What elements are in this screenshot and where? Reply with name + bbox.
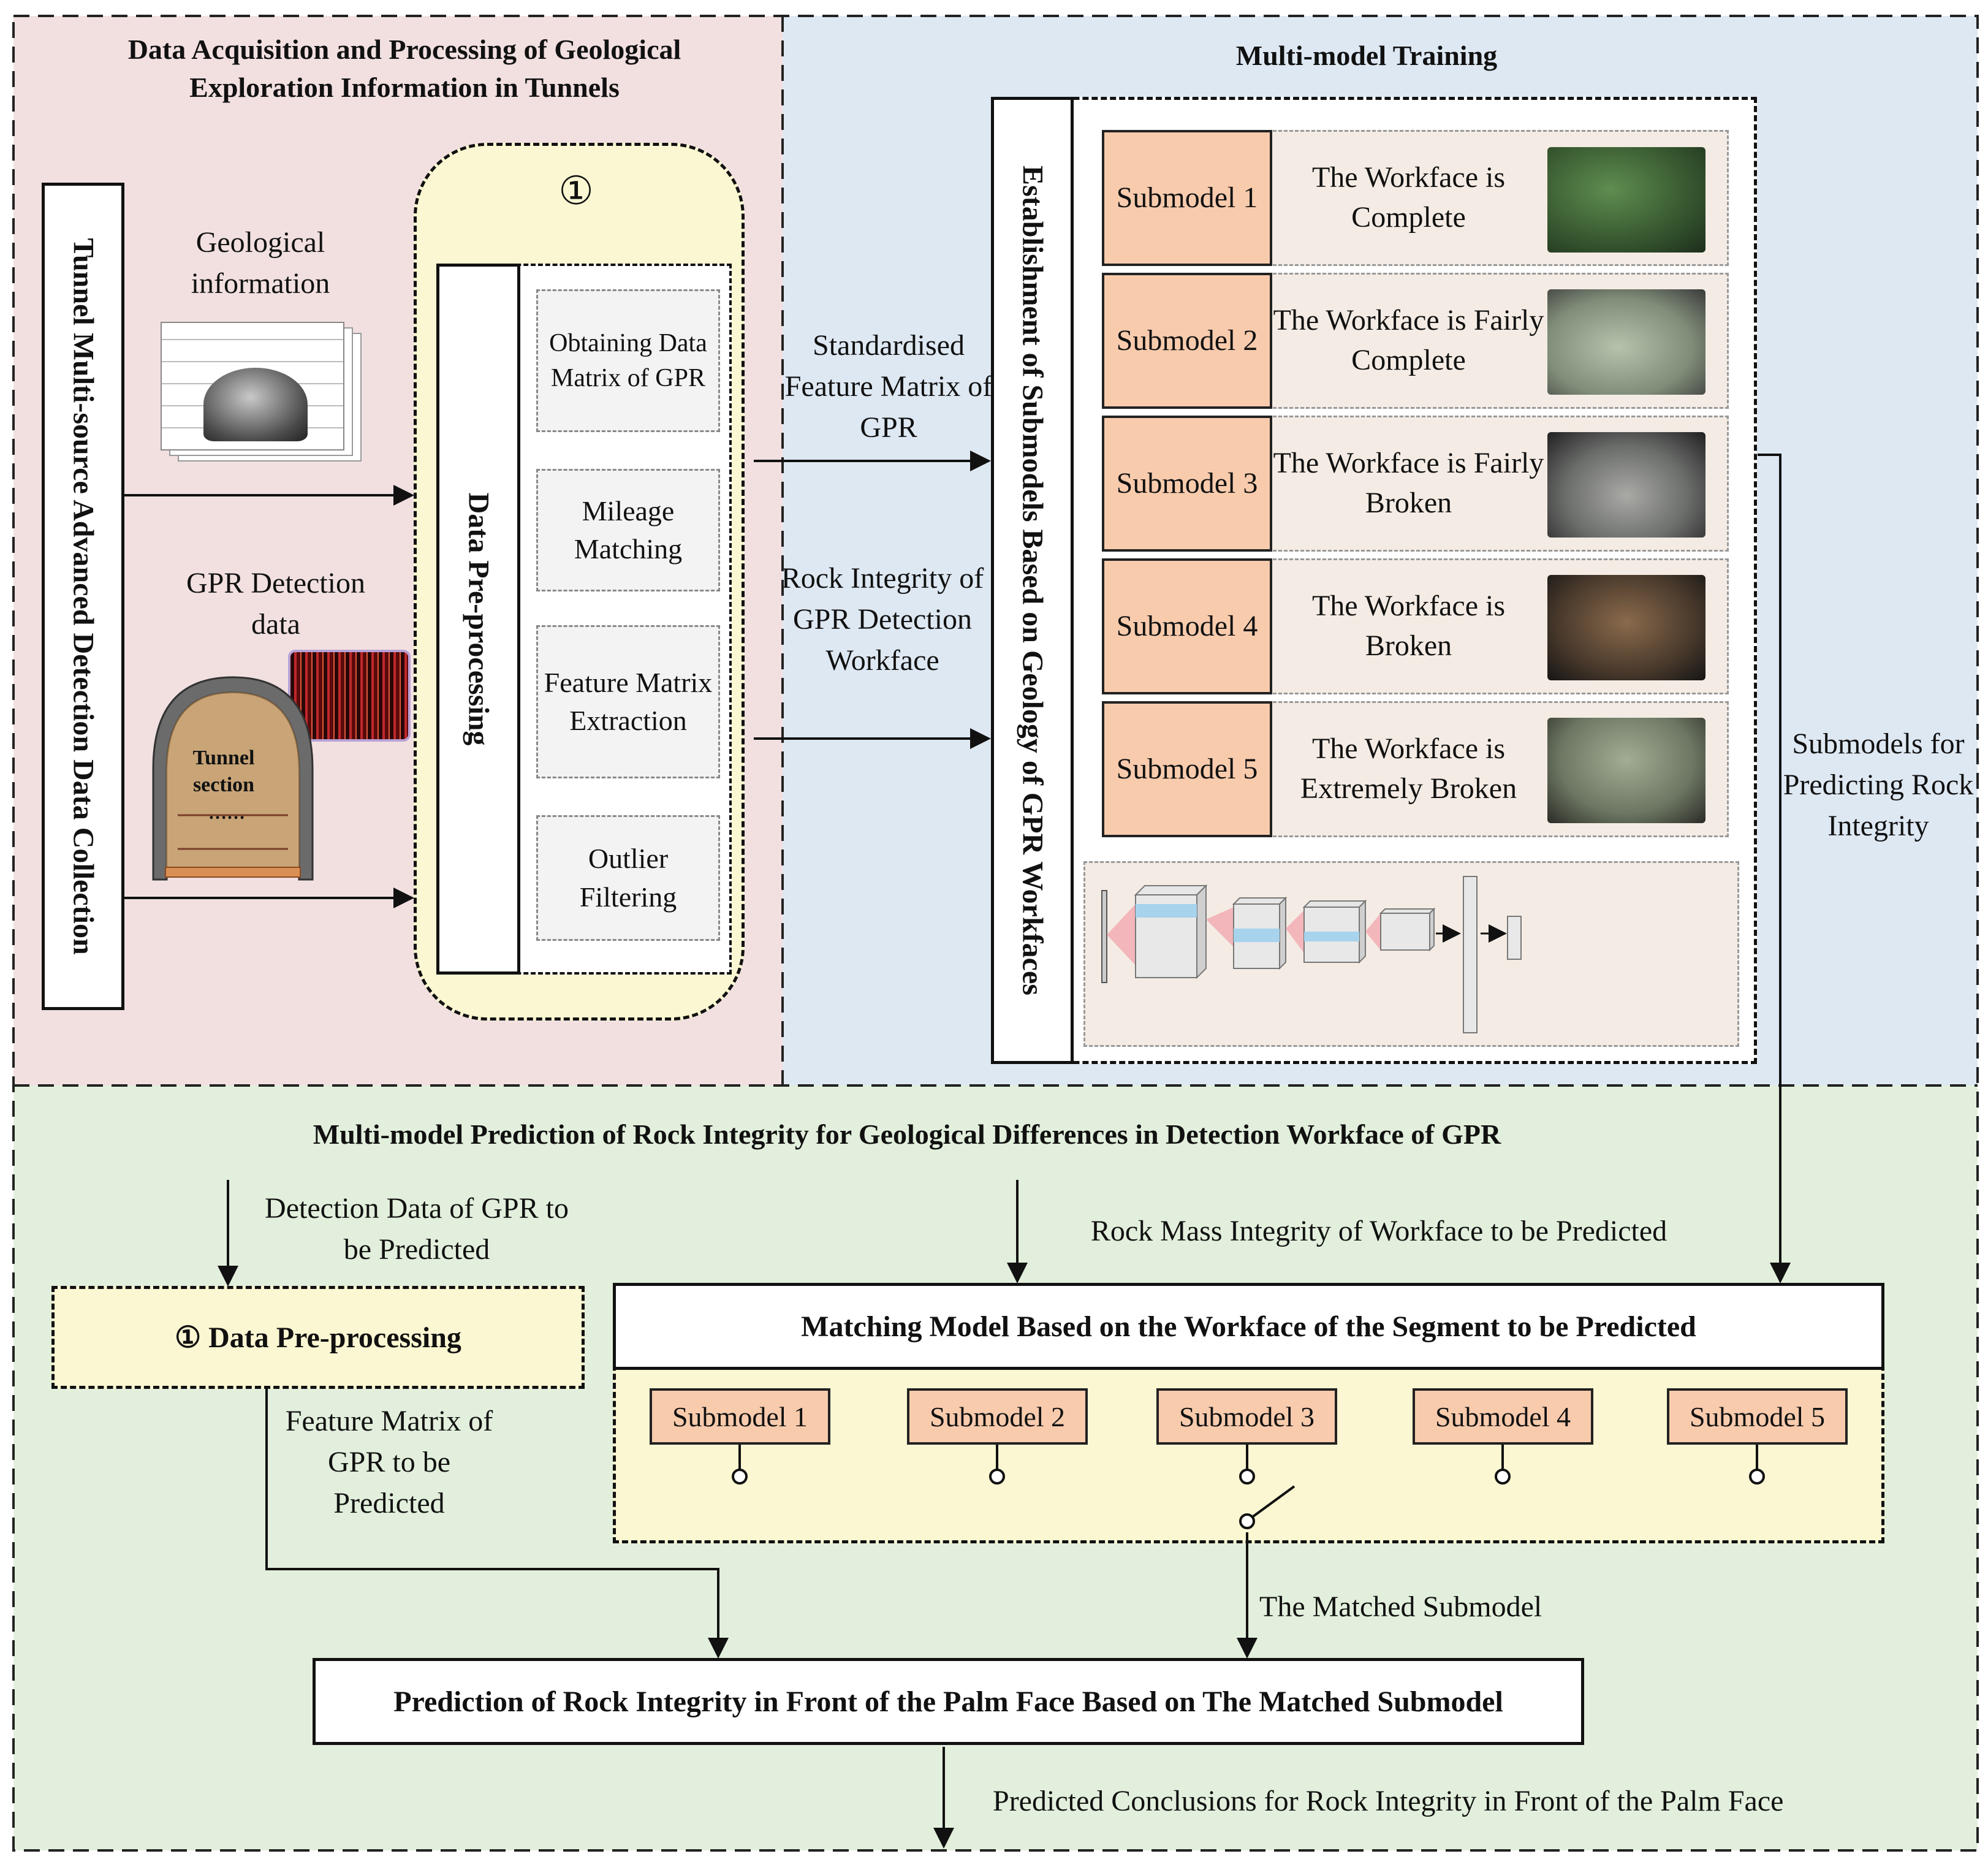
geo-document-icon bbox=[161, 322, 363, 463]
workface-photo-2 bbox=[1547, 289, 1705, 395]
step-label: Feature Matrix Extraction bbox=[544, 666, 713, 736]
preprocess-box: ① Data Pre-processing bbox=[51, 1286, 585, 1389]
step-feature-extraction: Feature Matrix Extraction bbox=[536, 625, 720, 778]
matching-title: Matching Model Based on the Workface of … bbox=[801, 1310, 1696, 1343]
switch-contact-3 bbox=[1239, 1469, 1255, 1485]
establishment-bar: Establishment of Submodels Based on Geol… bbox=[991, 97, 1074, 1064]
switch-contact-4 bbox=[1495, 1469, 1511, 1485]
tunnel-dots: …… bbox=[208, 803, 245, 823]
workface-photo-1 bbox=[1547, 147, 1705, 253]
cnn-architecture-icon bbox=[1101, 876, 1522, 1033]
submodels-arrow bbox=[1758, 454, 1791, 1283]
rock-mass-label: Rock Mass Integrity of Workface to be Pr… bbox=[1090, 1215, 1667, 1247]
result-box: Prediction of Rock Integrity in Front of… bbox=[313, 1658, 1584, 1745]
tunnel-section-label: Tunnel section bbox=[192, 747, 255, 797]
outer-border bbox=[12, 15, 1979, 1852]
switch-lever bbox=[1252, 1485, 1296, 1518]
gpr-data-label: GPR Detection data bbox=[186, 567, 365, 641]
step-label: Obtaining Data Matrix of GPR bbox=[549, 329, 707, 392]
submodel-name-2: Submodel 2 bbox=[1102, 273, 1272, 409]
rock-integrity-arrow-label: Rock Integrity of GPR Detection Workface bbox=[781, 562, 984, 677]
submodel-desc-5: The Workface is Extremely Broken bbox=[1300, 732, 1517, 805]
workface-photo-4 bbox=[1547, 575, 1705, 680]
feature-matrix-arrow-label: Standardised Feature Matrix of GPR bbox=[784, 329, 993, 444]
chip-submodel-2: Submodel 2 bbox=[907, 1388, 1088, 1445]
conclusion-label: Predicted Conclusions for Rock Integrity… bbox=[993, 1785, 1784, 1817]
workface-photo-5 bbox=[1547, 718, 1705, 823]
step-label: Outlier Filtering bbox=[579, 843, 677, 913]
submodel-name-1: Submodel 1 bbox=[1102, 130, 1272, 266]
switch-pivot bbox=[1239, 1513, 1255, 1529]
submodel-desc-1: The Workface is Complete bbox=[1311, 161, 1506, 234]
training-title: Multi-model Training bbox=[1235, 40, 1498, 71]
submodel-desc-4: The Workface is Broken bbox=[1311, 590, 1506, 662]
step-data-matrix: Obtaining Data Matrix of GPR bbox=[536, 289, 720, 432]
switch-contact-1 bbox=[732, 1469, 748, 1485]
chip-submodel-4: Submodel 4 bbox=[1413, 1388, 1593, 1445]
preprocess-box-label: ① Data Pre-processing bbox=[175, 1321, 461, 1354]
prediction-title: Multi-model Prediction of Rock Integrity… bbox=[313, 1119, 1501, 1150]
submodel-desc-3: The Workface is Fairly Broken bbox=[1273, 447, 1544, 519]
matched-submodel-label: The Matched Submodel bbox=[1259, 1591, 1542, 1623]
feature-matrix-predicted-label: Feature Matrix of GPR to be Predicted bbox=[285, 1405, 493, 1520]
submodel-name-3: Submodel 3 bbox=[1102, 416, 1272, 552]
chip-submodel-1: Submodel 1 bbox=[650, 1388, 830, 1445]
step-outlier-filtering: Outlier Filtering bbox=[536, 815, 720, 941]
submodel-name-5: Submodel 5 bbox=[1102, 701, 1272, 837]
acquisition-title: Data Acquisition and Processing of Geolo… bbox=[127, 34, 681, 104]
preprocess-bar: Data Pre-processing bbox=[436, 264, 520, 975]
gpr-radargram-thumbnail bbox=[288, 650, 411, 742]
matching-title-box: Matching Model Based on the Workface of … bbox=[613, 1283, 1884, 1370]
result-box-label: Prediction of Rock Integrity in Front of… bbox=[393, 1685, 1503, 1718]
step-mileage-matching: Mileage Matching bbox=[536, 469, 720, 591]
workface-photo-3 bbox=[1547, 432, 1705, 538]
submodel-name-4: Submodel 4 bbox=[1102, 558, 1272, 694]
collection-bar: Tunnel Multi-source Advanced Detection D… bbox=[42, 183, 124, 1010]
preprocess-number: ① bbox=[558, 169, 594, 213]
chip-submodel-5: Submodel 5 bbox=[1667, 1388, 1848, 1445]
submodel-desc-2: The Workface is Fairly Complete bbox=[1273, 304, 1544, 376]
tunnel-section-icon bbox=[152, 676, 314, 881]
switch-contact-2 bbox=[989, 1469, 1005, 1485]
submodels-side-label: Submodels for Predicting Rock Integrity bbox=[1783, 728, 1974, 843]
step-label: Mileage Matching bbox=[574, 495, 683, 565]
feature-to-result-arrow bbox=[265, 1389, 729, 1659]
detection-data-label: Detection Data of GPR to be Predicted bbox=[265, 1192, 569, 1266]
switch-contact-5 bbox=[1749, 1469, 1765, 1485]
geo-info-label: Geological information bbox=[191, 226, 330, 300]
chip-submodel-3: Submodel 3 bbox=[1156, 1388, 1337, 1445]
